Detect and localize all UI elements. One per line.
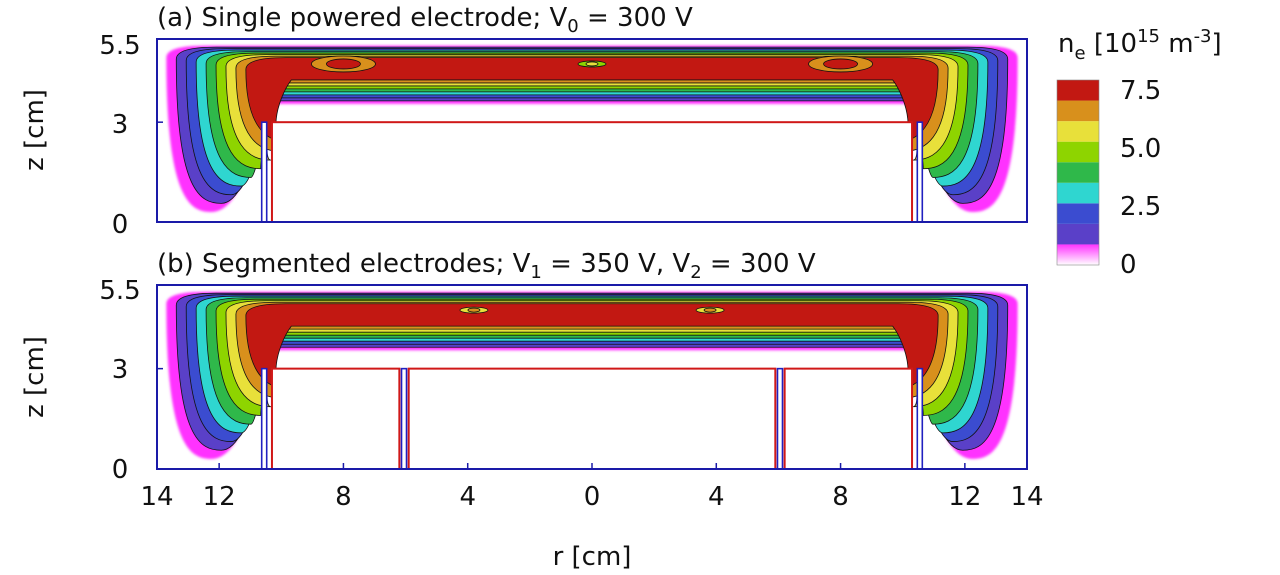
colorbar-strips [1056,79,1100,266]
colorbar-strip-fade [1057,244,1099,265]
x-tick-label-1: 12 [203,482,236,512]
colorbar-tick-2.5: 2.5 [1120,192,1161,222]
colorbar-strip-5 [1057,141,1099,163]
x-tick-label-7: 12 [948,482,981,512]
electrode-0 [270,121,914,223]
x-tick-label-8: 14 [1010,482,1043,512]
colorbar-tick-0: 0 [1120,250,1137,280]
colorbar-strip-6 [1057,121,1099,142]
gap-dielectric-2 [776,367,784,470]
panel-b-ytick-mid: 3 [112,355,129,385]
colorbar-strip-3 [1057,182,1099,204]
x-axis: 14 12 8 4 0 4 8 12 14 [140,463,1044,512]
panel-a-title: (a) Single powered electrode; V0 = 300 V [157,3,693,37]
gap-dielectric-3 [916,367,924,470]
x-axis-label: r [cm] [553,542,632,572]
panel-a-plot-area [156,38,1028,223]
electrode-0 [270,367,401,470]
colorbar-tick-7.5: 7.5 [1120,76,1161,106]
colorbar-strip-4 [1057,162,1099,183]
colorbar-strip-1 [1057,223,1099,245]
panel-a-ytick-bottom: 0 [112,210,129,240]
x-tick-label-5: 4 [708,482,725,512]
colorbar-frame [1056,79,1100,266]
electrode-1 [407,367,777,470]
peak-core-0 [326,58,361,70]
gap-dielectric-1 [400,367,408,470]
peak-core-1 [823,58,858,70]
x-tick-label-0: 14 [140,482,173,512]
gap-dielectric-1 [916,121,924,223]
colorbar-strip-2 [1057,203,1099,224]
colorbar-strip-8 [1057,80,1099,101]
panel-a-ylabel: z [cm] [20,89,50,171]
colorbar-tick-5.0: 5.0 [1120,134,1161,164]
x-tick-label-4: 0 [584,482,601,512]
peak-core-0 [467,307,481,313]
panel-b-plot-area [156,284,1028,470]
colorbar-strip-7 [1057,100,1099,122]
gap-dielectric-0 [260,121,268,223]
panel-a: (a) Single powered electrode; V0 = 300 V… [20,3,1028,240]
x-tick-label-3: 4 [459,482,476,512]
colorbar-title: ne [1015 m-3] [1058,26,1222,64]
panel-b-ytick-bottom: 0 [112,455,129,485]
electrode-2 [783,367,914,470]
x-tick-label-2: 8 [335,482,352,512]
panel-b: (b) Segmented electrodes; V1 = 350 V, V2… [20,249,1028,485]
panel-b-ytick-top: 5.5 [99,276,140,306]
panel-a-ytick-mid: 3 [112,110,129,140]
peak-core-1 [703,307,717,313]
panel-frame [156,38,1028,223]
panel-b-ylabel: z [cm] [20,336,50,418]
peak-core-2 [585,61,599,67]
x-tick-label-6: 8 [832,482,849,512]
panel-a-ytick-top: 5.5 [99,31,140,61]
gap-dielectric-0 [260,367,268,470]
panel-b-title: (b) Segmented electrodes; V1 = 350 V, V2… [157,249,816,283]
colorbar: ne [1015 m-3] 7.5 5.0 2.5 0 [1056,26,1222,280]
